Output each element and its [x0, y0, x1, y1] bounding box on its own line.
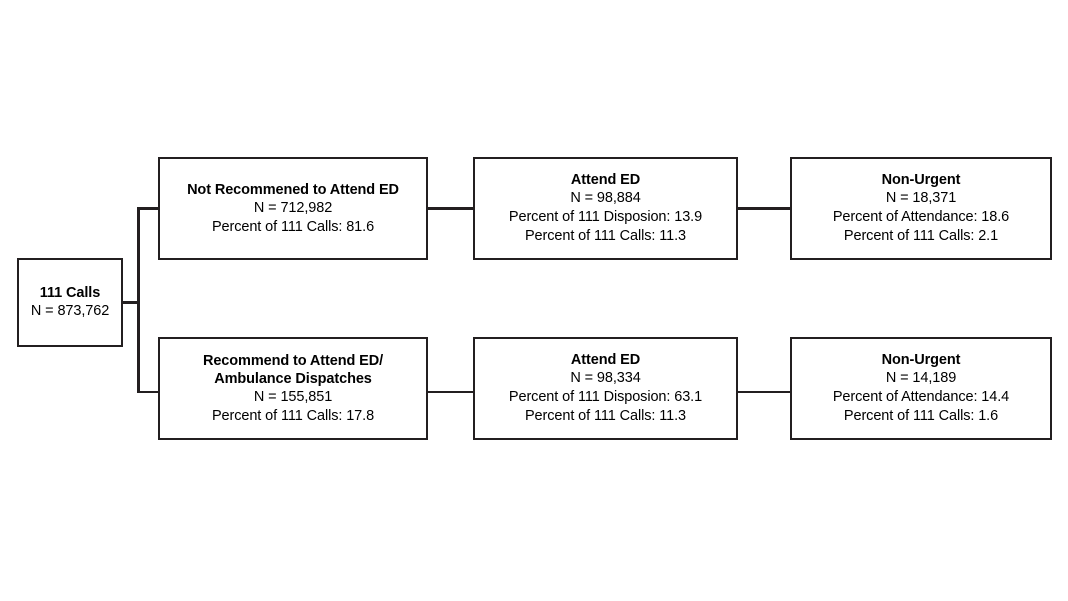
connector-root-to-not-recommended [137, 207, 160, 210]
connector-attend-ed-bottom-to-non-urgent [737, 390, 792, 393]
node-recommended-n: N = 155,851 [253, 388, 333, 405]
node-not-recommended-title: Not Recommened to Attend ED [187, 181, 399, 198]
node-recommended-percent-calls: Percent of 111 Calls: 17.8 [211, 407, 375, 424]
node-attend-ed-bottom-percent-disposition: Percent of 111 Disposion: 63.1 [508, 389, 703, 405]
node-attend-ed-bottom-title: Attend ED [570, 352, 641, 368]
node-non-urgent-bottom-percent-attendance: Percent of Attendance: 14.4 [832, 389, 1010, 405]
node-non-urgent-top-title: Non-Urgent [881, 172, 961, 188]
node-non-urgent-bottom-n: N = 14,189 [885, 370, 957, 386]
node-attend-ed-top-n: N = 98,884 [570, 190, 641, 206]
node-111-calls-title: 111 Calls [39, 285, 101, 301]
connector-recommended-to-attend-ed [427, 390, 475, 393]
node-not-recommended-to-attend-ed: Not Recommened to Attend ED N = 712,982 … [158, 157, 428, 260]
node-attend-ed-top: Attend ED N = 98,884 Percent of 111 Disp… [473, 157, 738, 260]
node-attend-ed-top-title: Attend ED [570, 172, 641, 188]
node-attend-ed-top-percent-disposition: Percent of 111 Disposion: 13.9 [508, 209, 703, 225]
node-not-recommended-percent-calls: Percent of 111 Calls: 81.6 [211, 218, 375, 235]
node-non-urgent-bottom: Non-Urgent N = 14,189 Percent of Attenda… [790, 337, 1052, 440]
node-non-urgent-top-percent-calls: Percent of 111 Calls: 2.1 [843, 228, 999, 244]
node-111-calls: 111 Calls N = 873,762 [17, 258, 123, 347]
node-non-urgent-top-percent-attendance: Percent of Attendance: 18.6 [832, 209, 1010, 225]
node-non-urgent-top-n: N = 18,371 [885, 190, 957, 206]
node-attend-ed-bottom-percent-calls: Percent of 111 Calls: 11.3 [524, 408, 687, 424]
connector-root-to-recommended [137, 390, 160, 393]
node-recommend-to-attend-ed: Recommend to Attend ED/ Ambulance Dispat… [158, 337, 428, 440]
node-non-urgent-bottom-percent-calls: Percent of 111 Calls: 1.6 [843, 408, 999, 424]
node-recommended-title-line1: Recommend to Attend ED/ [202, 352, 384, 369]
node-111-calls-n: N = 873,762 [30, 303, 110, 319]
connector-root-stub [122, 301, 139, 304]
node-non-urgent-top: Non-Urgent N = 18,371 Percent of Attenda… [790, 157, 1052, 260]
node-attend-ed-top-percent-calls: Percent of 111 Calls: 11.3 [524, 228, 687, 244]
connector-root-trunk [137, 207, 140, 393]
node-attend-ed-bottom-n: N = 98,334 [570, 370, 641, 386]
connector-not-recommended-to-attend-ed [427, 207, 475, 210]
node-recommended-title-line2: Ambulance Dispatches [214, 370, 372, 387]
node-attend-ed-bottom: Attend ED N = 98,334 Percent of 111 Disp… [473, 337, 738, 440]
node-not-recommended-n: N = 712,982 [253, 199, 333, 216]
node-non-urgent-bottom-title: Non-Urgent [881, 352, 961, 368]
connector-attend-ed-top-to-non-urgent [737, 207, 792, 210]
